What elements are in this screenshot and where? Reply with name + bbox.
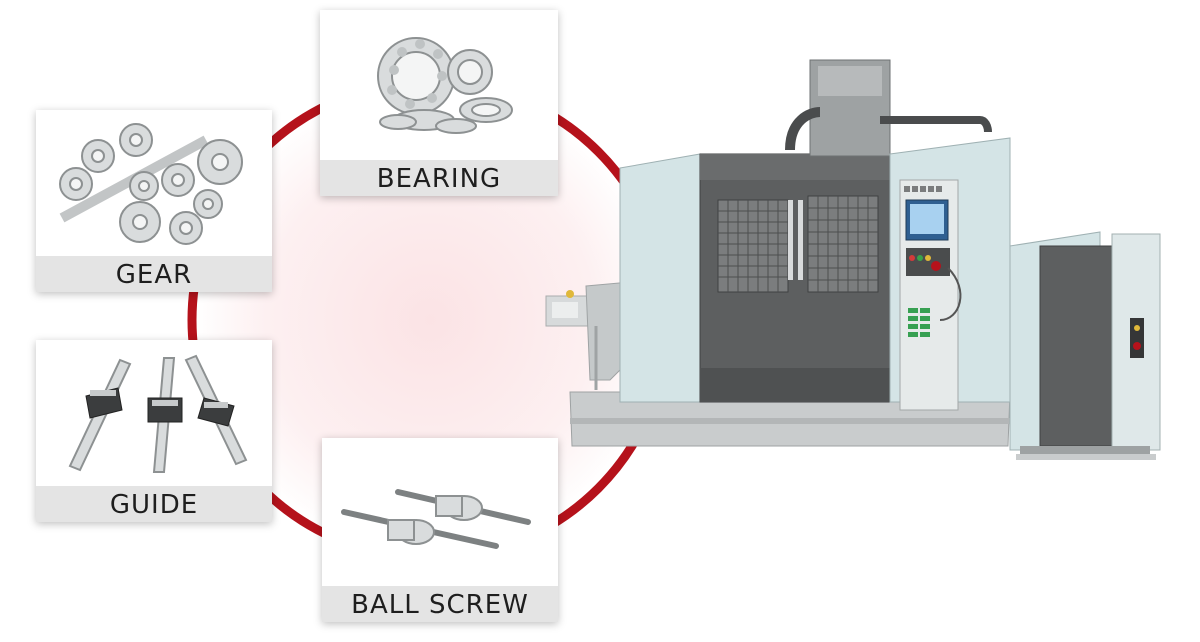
component-label-guide: GUIDE <box>36 486 272 522</box>
bearing-icon <box>377 37 513 134</box>
component-card-bearing: BEARING <box>320 10 558 196</box>
cnc-machining-center-icon <box>545 59 1161 460</box>
gear-icon <box>59 123 243 245</box>
component-card-gear: GEAR <box>36 110 272 292</box>
ball-screw-icon <box>341 489 531 549</box>
component-card-guide: GUIDE <box>36 340 272 522</box>
ring-glow <box>195 85 665 555</box>
linear-guide-icon <box>68 354 248 473</box>
component-label-bearing: BEARING <box>320 160 558 196</box>
component-label-ballscrew: BALL SCREW <box>322 586 558 622</box>
component-label-gear: GEAR <box>36 256 272 292</box>
component-card-ballscrew: BALL SCREW <box>322 438 558 622</box>
